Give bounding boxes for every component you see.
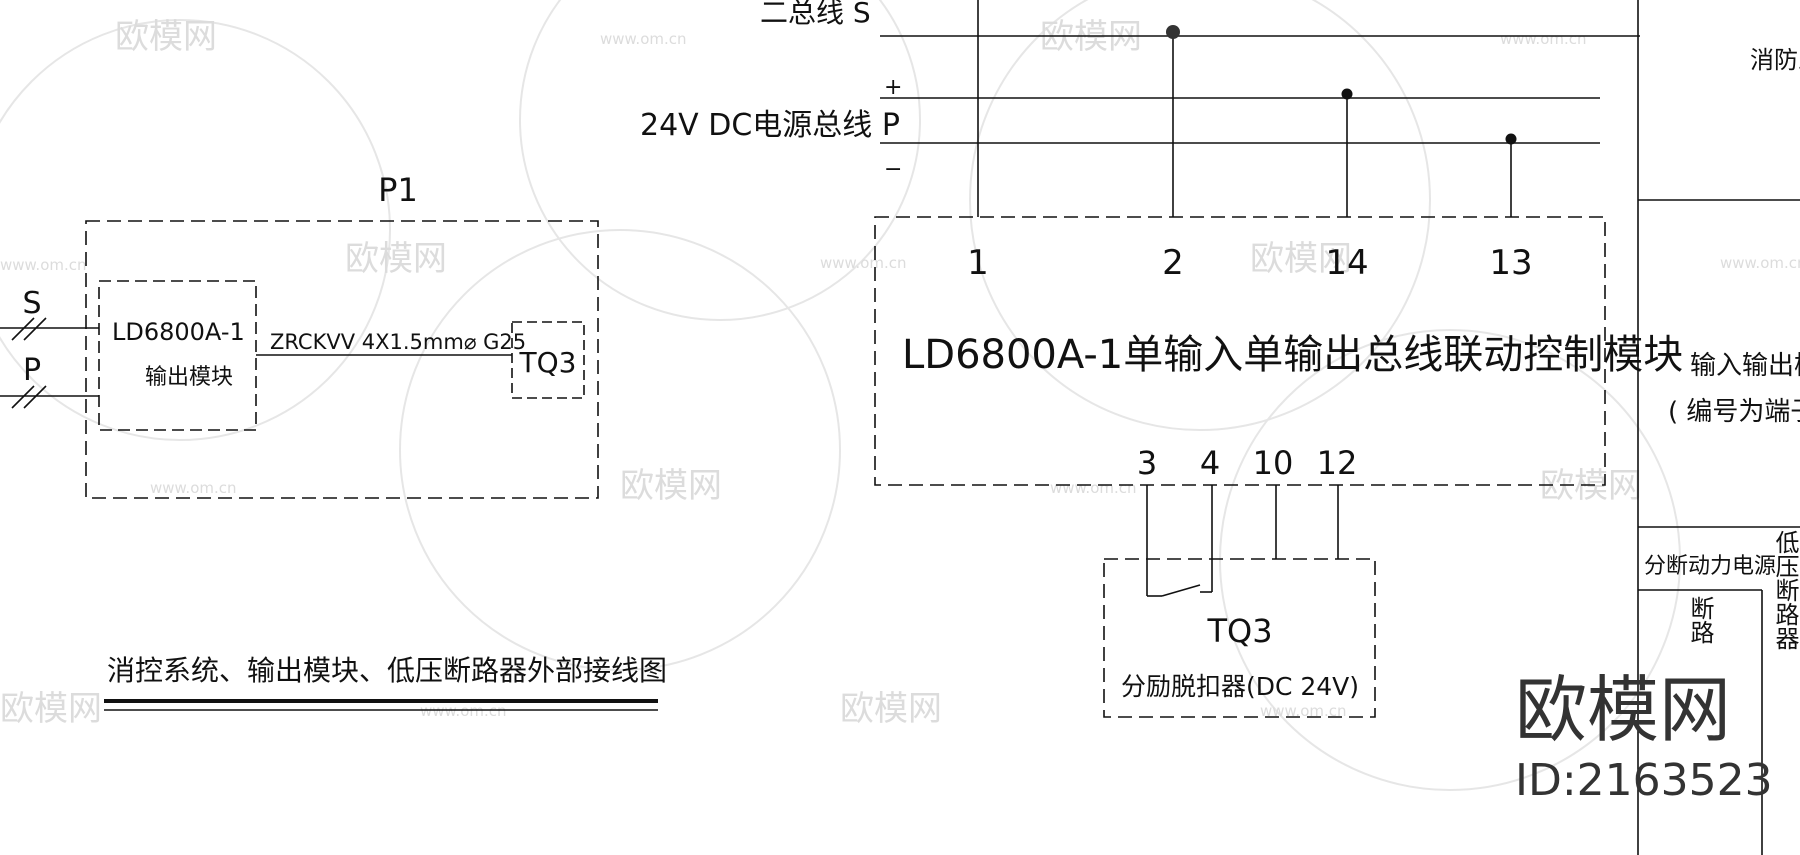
p1-group-box	[85, 220, 599, 499]
watermark-url: www.om.cn	[820, 254, 907, 272]
terminal-label: 14	[1325, 243, 1368, 283]
output-module-box	[98, 280, 257, 431]
watermark-brand: 欧模网	[1040, 17, 1142, 57]
terminal-label: 1	[967, 243, 989, 283]
watermark-brand: 欧模网	[620, 466, 722, 506]
watermark-url: www.om.cn	[1050, 479, 1137, 497]
watermark-brand: 欧模网	[345, 239, 447, 279]
bus-junction-dot	[1341, 88, 1353, 100]
table-row-power-cut: 分断动力电源	[1644, 554, 1776, 579]
control-module-title: LD6800A-1单输入单输出总线联动控制模块	[902, 332, 1683, 378]
watermark-brand: 欧模网	[1540, 466, 1642, 506]
shunt-trip-description: 分励脱扣器(DC 24V)	[1121, 672, 1359, 701]
watermark-url: www.om.cn	[0, 256, 87, 274]
table-row-io-module: 输入输出模块	[1690, 351, 1800, 381]
watermark-brand: 欧模网	[115, 17, 217, 57]
watermark-brand-large: 欧模网	[1515, 668, 1731, 752]
breaker-box-left	[511, 321, 585, 399]
output-module-model: LD6800A-1	[112, 318, 245, 346]
table-row-terminal-note: ( 编号为端子	[1668, 397, 1800, 427]
watermark-url: www.om.cn	[150, 479, 237, 497]
shunt-trip-box	[1103, 558, 1376, 718]
drawing-title: 消控系统、输出模块、低压断路器外部接线图	[107, 654, 667, 687]
terminal-label: 10	[1253, 444, 1294, 482]
breaker-wires	[1146, 485, 1339, 597]
plus-sign: +	[884, 75, 902, 100]
line-label-s: S	[22, 286, 41, 321]
output-module-name: 输出模块	[145, 365, 233, 390]
table-row-fire-bus: 消防总线	[1750, 46, 1800, 74]
watermark-url: www.om.cn	[1260, 702, 1347, 720]
group-label-p1: P1	[378, 171, 418, 209]
line-label-p: P	[23, 353, 41, 388]
watermark-brand: 欧模网	[1250, 239, 1352, 279]
table-cell-breaker-short: 断路	[1686, 596, 1714, 644]
watermark-id: ID:2163523	[1515, 755, 1773, 806]
right-table-grid	[1637, 0, 1800, 855]
minus-sign: −	[884, 157, 902, 182]
shunt-trip-label: TQ3	[1206, 612, 1272, 650]
terminal-label: 3	[1137, 444, 1157, 482]
bus-junction-dot	[1166, 25, 1180, 39]
table-cell-low-voltage-breaker: 低压断路器	[1771, 530, 1799, 650]
power-bus-label: 24V DC电源总线 P	[640, 108, 900, 143]
terminal-label: 4	[1200, 444, 1220, 482]
bus-lines	[880, 0, 1640, 217]
terminal-label: 2	[1162, 243, 1184, 283]
watermark-layer: 欧模网 www.om.cn 欧模网 www.om.cn www.om.cn 欧模…	[0, 0, 1800, 791]
terminal-label: 13	[1489, 243, 1532, 283]
watermark-brand: 欧模网	[0, 689, 102, 729]
watermark-brand: 欧模网	[840, 689, 942, 729]
input-lines	[0, 317, 512, 409]
control-module-box	[874, 216, 1606, 486]
signal-bus-label: 二总线 S	[760, 0, 871, 29]
cable-spec: ZRCKVV 4X1.5mm⌀ G25	[270, 330, 526, 354]
watermark-url: www.om.cn	[1500, 30, 1587, 48]
bus-junction-dot	[1505, 133, 1517, 145]
watermark-url: www.om.cn	[1720, 254, 1800, 272]
watermark-url: www.om.cn	[600, 30, 687, 48]
breaker-label-left: TQ3	[519, 346, 577, 379]
watermark-url: www.om.cn	[420, 702, 507, 720]
terminal-label: 12	[1317, 444, 1358, 482]
